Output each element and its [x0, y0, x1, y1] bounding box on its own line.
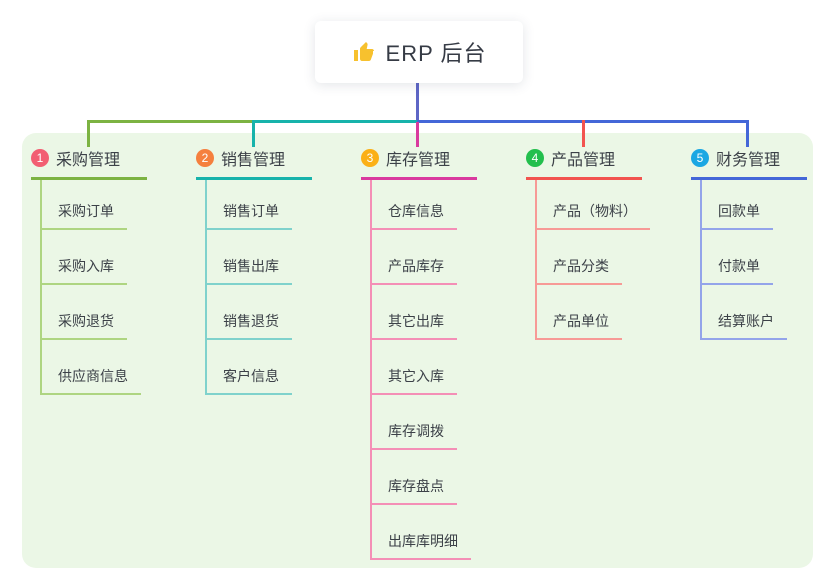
- branch-purchase-children: 采购订单 采购入库 采购退货 供应商信息: [40, 180, 141, 395]
- connector-branch5-drop: [746, 120, 749, 147]
- branch-product-node[interactable]: 4 产品管理: [526, 147, 642, 169]
- connector-root-vertical: [416, 83, 419, 121]
- branch-finance-node[interactable]: 5 财务管理: [691, 147, 807, 169]
- child-node[interactable]: 采购退货: [42, 285, 127, 340]
- branch-finance: 5 财务管理 回款单 付款单 结算账户: [691, 147, 807, 340]
- branch-product-children: 产品（物料） 产品分类 产品单位: [535, 180, 650, 340]
- branch-inventory-underline: [361, 177, 477, 180]
- branch-purchase-label: 采购管理: [56, 152, 121, 169]
- child-node[interactable]: 产品单位: [537, 285, 622, 340]
- child-node[interactable]: 付款单: [702, 230, 773, 285]
- thumbs-up-icon: [352, 40, 376, 64]
- branch-sales-children: 销售订单 销售出库 销售退货 客户信息: [205, 180, 292, 395]
- branch-inventory: 3 库存管理 仓库信息 产品库存 其它出库 其它入库 库存调拨 库存盘点 出库库…: [361, 147, 477, 560]
- branch-finance-underline: [691, 177, 807, 180]
- branch-finance-children: 回款单 付款单 结算账户: [700, 180, 787, 340]
- connector-branch2-horizontal: [252, 120, 417, 123]
- child-node[interactable]: 销售出库: [207, 230, 292, 285]
- child-node[interactable]: 产品库存: [372, 230, 457, 285]
- branch-product-label: 产品管理: [551, 152, 616, 169]
- branch-sales-badge: 2: [196, 149, 214, 167]
- child-node[interactable]: 采购入库: [42, 230, 127, 285]
- branch-sales-underline: [196, 177, 312, 180]
- child-node[interactable]: 客户信息: [207, 340, 292, 395]
- branch-product-underline: [526, 177, 642, 180]
- root-node-label: ERP 后台: [385, 41, 487, 66]
- branch-finance-label: 财务管理: [716, 152, 781, 169]
- child-node[interactable]: 销售订单: [207, 180, 292, 230]
- branch-product-badge: 4: [526, 149, 544, 167]
- branch-sales-node[interactable]: 2 销售管理: [196, 147, 312, 169]
- child-node[interactable]: 供应商信息: [42, 340, 141, 395]
- branch-product: 4 产品管理 产品（物料） 产品分类 产品单位: [526, 147, 650, 340]
- connector-branch2-drop: [252, 120, 255, 147]
- branch-sales: 2 销售管理 销售订单 销售出库 销售退货 客户信息: [196, 147, 312, 395]
- child-node[interactable]: 出库库明细: [372, 505, 471, 560]
- child-node[interactable]: 采购订单: [42, 180, 127, 230]
- child-node[interactable]: 其它入库: [372, 340, 457, 395]
- branch-purchase-badge: 1: [31, 149, 49, 167]
- branch-purchase-underline: [31, 177, 147, 180]
- branch-inventory-badge: 3: [361, 149, 379, 167]
- child-node[interactable]: 产品分类: [537, 230, 622, 285]
- connector-branch1-drop: [87, 120, 90, 147]
- branch-sales-label: 销售管理: [221, 152, 286, 169]
- branch-inventory-node[interactable]: 3 库存管理: [361, 147, 477, 169]
- branch-inventory-children: 仓库信息 产品库存 其它出库 其它入库 库存调拨 库存盘点 出库库明细: [370, 180, 471, 560]
- branch-finance-badge: 5: [691, 149, 709, 167]
- child-node[interactable]: 产品（物料）: [537, 180, 650, 230]
- connector-branch3-drop: [416, 122, 419, 147]
- child-node[interactable]: 其它出库: [372, 285, 457, 340]
- root-node[interactable]: ERP 后台: [315, 21, 523, 83]
- child-node[interactable]: 库存调拨: [372, 395, 457, 450]
- child-node[interactable]: 库存盘点: [372, 450, 457, 505]
- branch-purchase: 1 采购管理 采购订单 采购入库 采购退货 供应商信息: [31, 147, 147, 395]
- child-node[interactable]: 回款单: [702, 180, 773, 230]
- branch-purchase-node[interactable]: 1 采购管理: [31, 147, 147, 169]
- branch-inventory-label: 库存管理: [386, 152, 451, 169]
- connector-branch1-horizontal: [87, 120, 253, 123]
- branches-panel: [22, 133, 813, 568]
- child-node[interactable]: 结算账户: [702, 285, 787, 340]
- connector-branch4-drop: [582, 120, 585, 147]
- child-node[interactable]: 仓库信息: [372, 180, 457, 230]
- child-node[interactable]: 销售退货: [207, 285, 292, 340]
